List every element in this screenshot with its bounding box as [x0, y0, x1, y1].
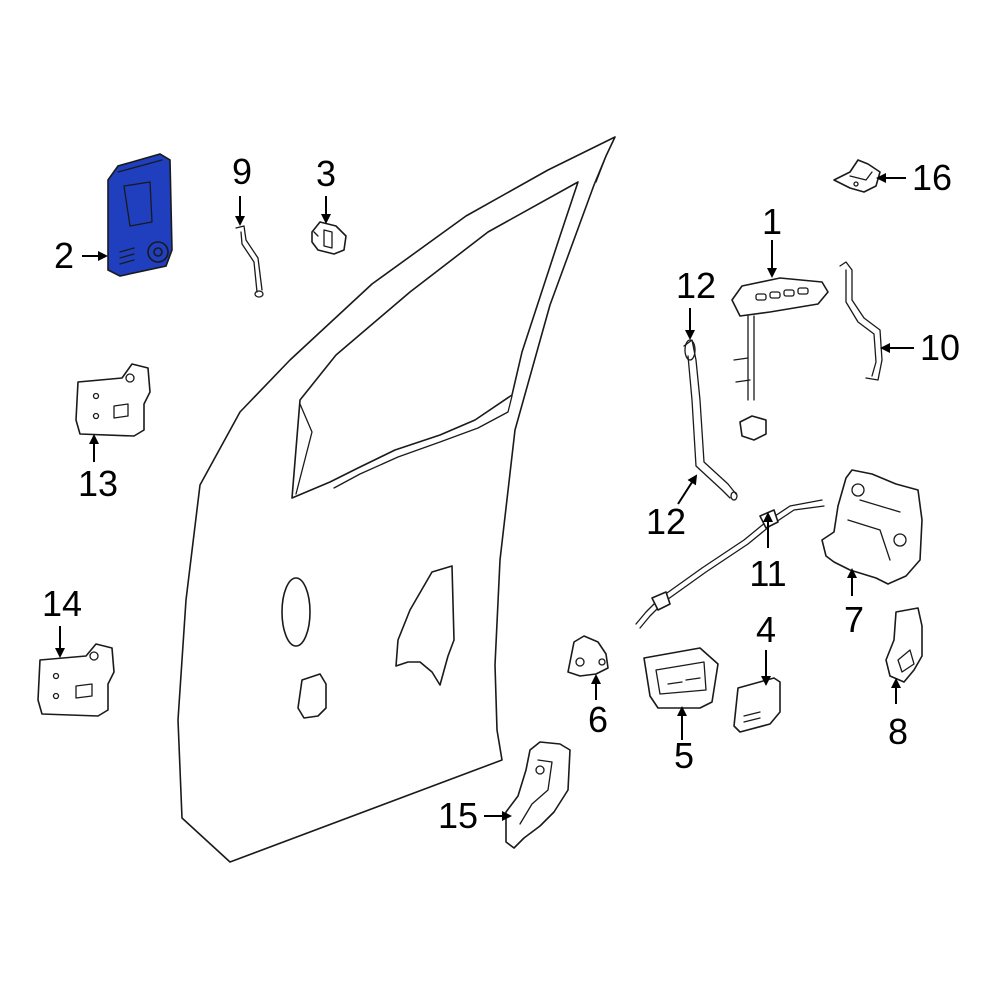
striker-part: [567, 635, 609, 677]
callout-13: 13: [78, 463, 118, 504]
callout-5: 5: [674, 735, 694, 776]
latch-part: [821, 469, 923, 585]
callout-3: 3: [316, 153, 336, 194]
callout-11: 11: [749, 553, 786, 594]
callout-14: 14: [42, 583, 82, 624]
callout-16: 16: [912, 157, 952, 198]
door-check-part: [505, 741, 571, 849]
lower-hinge-part: [37, 643, 115, 717]
callout-7: 7: [844, 599, 864, 640]
lock-actuator-part: [733, 677, 781, 733]
callout-15: 15: [438, 795, 478, 836]
callout-1: 1: [762, 201, 782, 242]
door-shell: [177, 136, 616, 863]
leader-arrows: [55, 173, 914, 821]
outside-handle-part: [643, 647, 719, 709]
callout-10: 10: [920, 327, 960, 368]
handle-assembly-part: [731, 277, 829, 441]
callout-2: 2: [54, 235, 74, 276]
clip-part: [833, 159, 881, 193]
control-rod-part: [839, 261, 883, 381]
rod-part: [683, 339, 738, 501]
lock-cylinder-part: [311, 221, 347, 255]
callout-labels: 1 2 3 4 5 6 7 8 9 10 11 12 12 13 14 15 1…: [42, 151, 960, 836]
lock-rod-part: [235, 225, 264, 298]
inside-handle-highlighted[interactable]: [107, 153, 173, 277]
callout-12-upper: 12: [676, 265, 716, 306]
callout-4: 4: [756, 609, 776, 650]
upper-hinge-part: [75, 363, 151, 437]
callout-9: 9: [232, 151, 252, 192]
callout-8: 8: [888, 711, 908, 752]
bracket-part: [885, 607, 923, 683]
callout-12-lower: 12: [646, 501, 686, 542]
callout-6: 6: [588, 699, 608, 740]
